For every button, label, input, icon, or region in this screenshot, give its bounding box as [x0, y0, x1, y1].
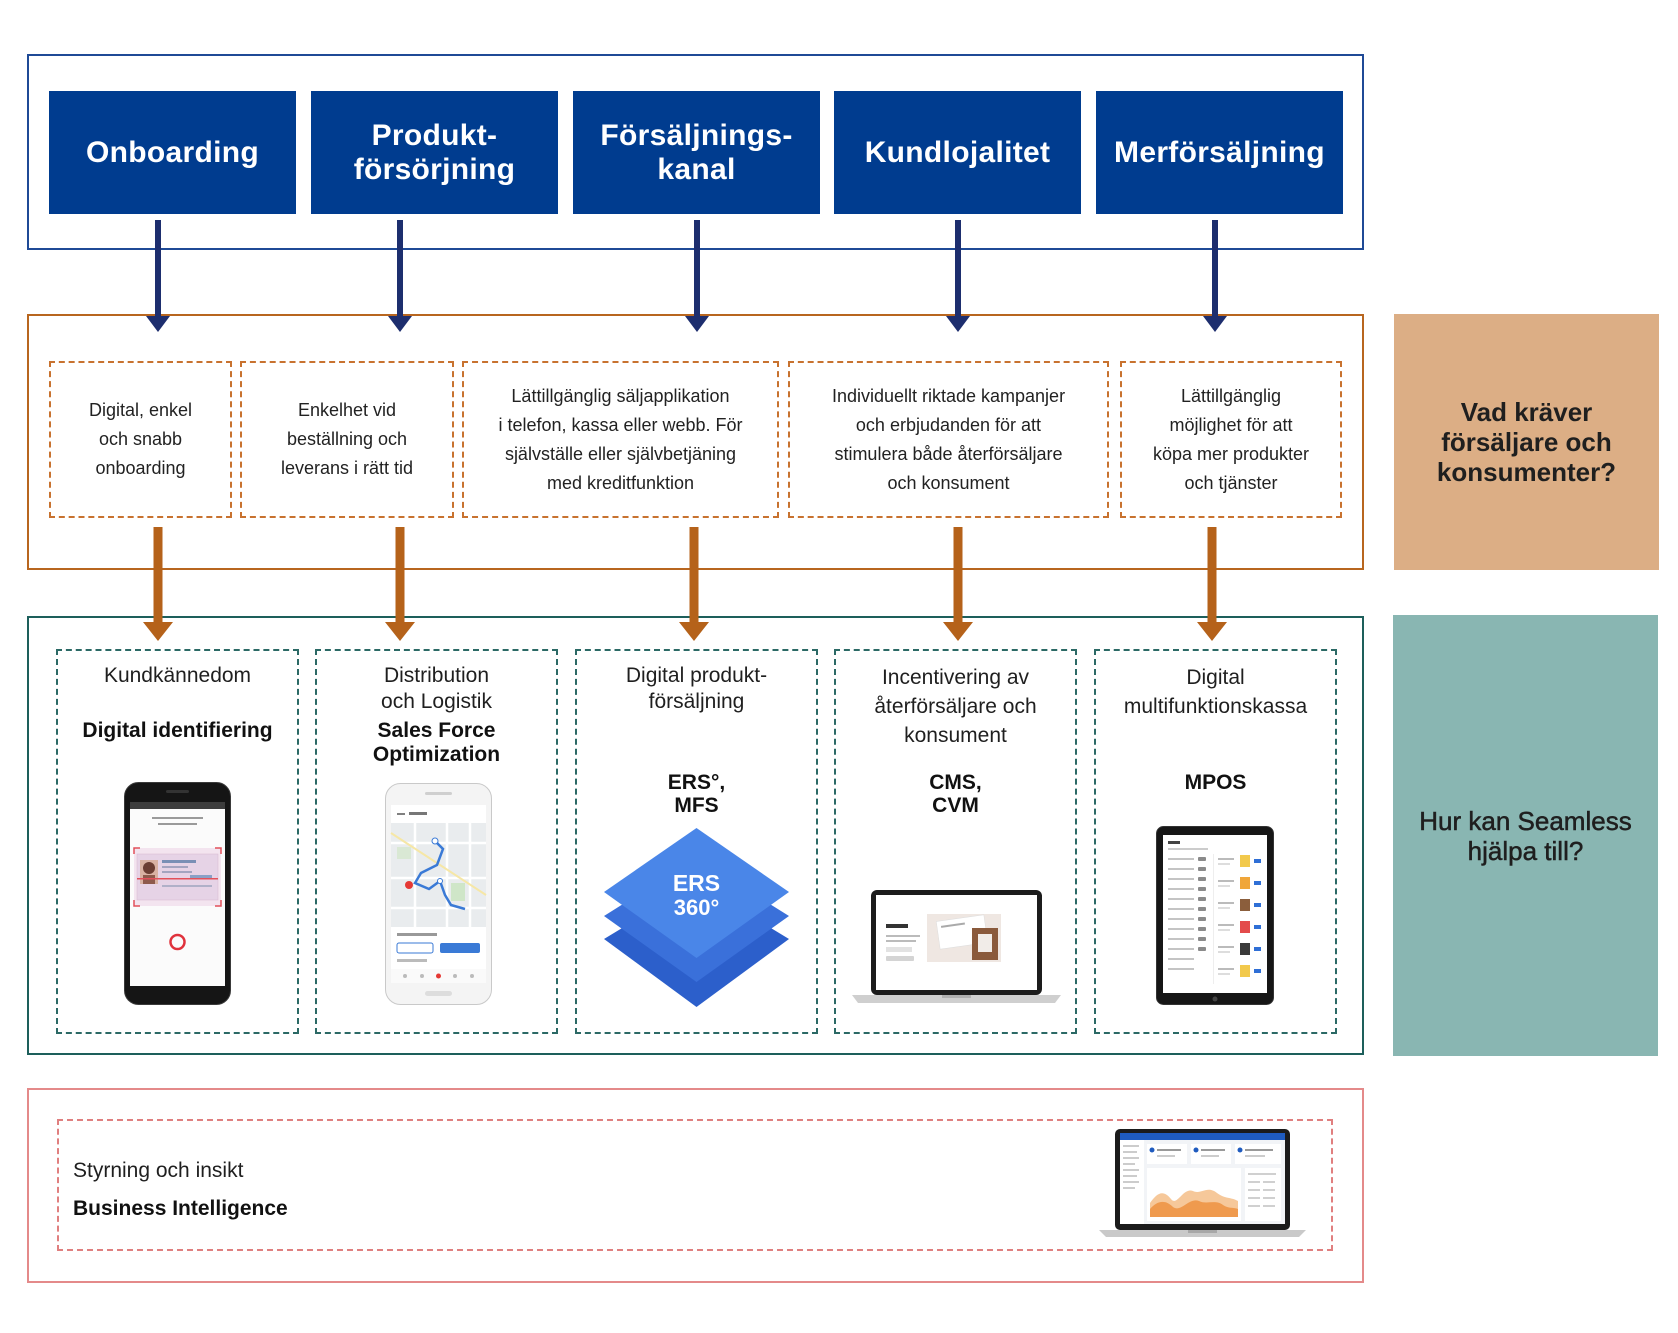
- ers-logo-number: 360°: [674, 895, 720, 920]
- ers-360-logo: ERS 360°: [604, 828, 789, 1007]
- bi-category: Styrning och insikt: [73, 1159, 244, 1182]
- solution-category: Incentivering av återförsäljare och kons…: [874, 666, 1037, 747]
- solution-card-incentives: Incentivering av återförsäljare och kons…: [834, 649, 1077, 1034]
- channel-customer-loyalty: Kundlojalitet: [834, 91, 1081, 214]
- solution-card-digital-sales: Digital produkt- försäljning ERS°, MFS E…: [575, 649, 818, 1034]
- solution-product: CMS, CVM: [929, 771, 982, 817]
- bi-product: Business Intelligence: [73, 1197, 288, 1220]
- need-customer-loyalty: Individuellt riktade kampanjer och erbju…: [788, 361, 1109, 518]
- channel-upselling: Merförsäljning: [1096, 91, 1343, 214]
- solution-category: Distribution och Logistik: [381, 664, 492, 713]
- bi-card: Styrning och insikt Business Intelligenc…: [57, 1119, 1333, 1251]
- need-onboarding: Digital, enkel och snabb onboarding: [49, 361, 232, 518]
- need-upselling: Lättillgänglig möjlighet för att köpa me…: [1120, 361, 1342, 518]
- solution-product: MPOS: [1184, 771, 1247, 794]
- solution-card-logistics: Distribution och Logistik Sales Force Op…: [315, 649, 558, 1034]
- solution-category: Digital multifunktionskassa: [1123, 666, 1308, 718]
- bi-frame: [27, 1088, 1364, 1283]
- channel-onboarding: Onboarding: [49, 91, 296, 214]
- tablet-pos-icon: [1156, 826, 1274, 1005]
- smartphone-route-map-icon: [385, 783, 492, 1005]
- solution-product: Digital identifiering: [82, 719, 273, 742]
- help-question-label: Hur kan Seamless hjälpa till?: [1393, 615, 1658, 1056]
- laptop-campaign-icon: [852, 890, 1061, 1003]
- channel-sales-channel: Försäljnings- kanal: [573, 91, 820, 214]
- solution-product: ERS°, MFS: [667, 771, 726, 817]
- solution-category: Digital produkt- försäljning: [625, 664, 768, 713]
- solution-card-identity: Kundkännedom Digital identifiering: [56, 649, 299, 1034]
- need-product-supply: Enkelhet vid beställning och leverans i …: [240, 361, 454, 518]
- solution-card-mpos: Digital multifunktionskassa MPOS: [1094, 649, 1337, 1034]
- smartphone-id-scan-icon: [124, 782, 231, 1005]
- ers-logo-text: ERS: [673, 870, 720, 896]
- solution-product: Sales Force Optimization: [372, 719, 501, 766]
- laptop-dashboard-icon: [1099, 1129, 1306, 1237]
- needs-question-label: Vad kräver försäljare och konsumenter?: [1394, 314, 1659, 570]
- solution-category: Kundkännedom: [103, 664, 252, 687]
- need-sales-channel: Lättillgänglig säljapplikation i telefon…: [462, 361, 779, 518]
- channel-product-supply: Produkt- försörjning: [311, 91, 558, 214]
